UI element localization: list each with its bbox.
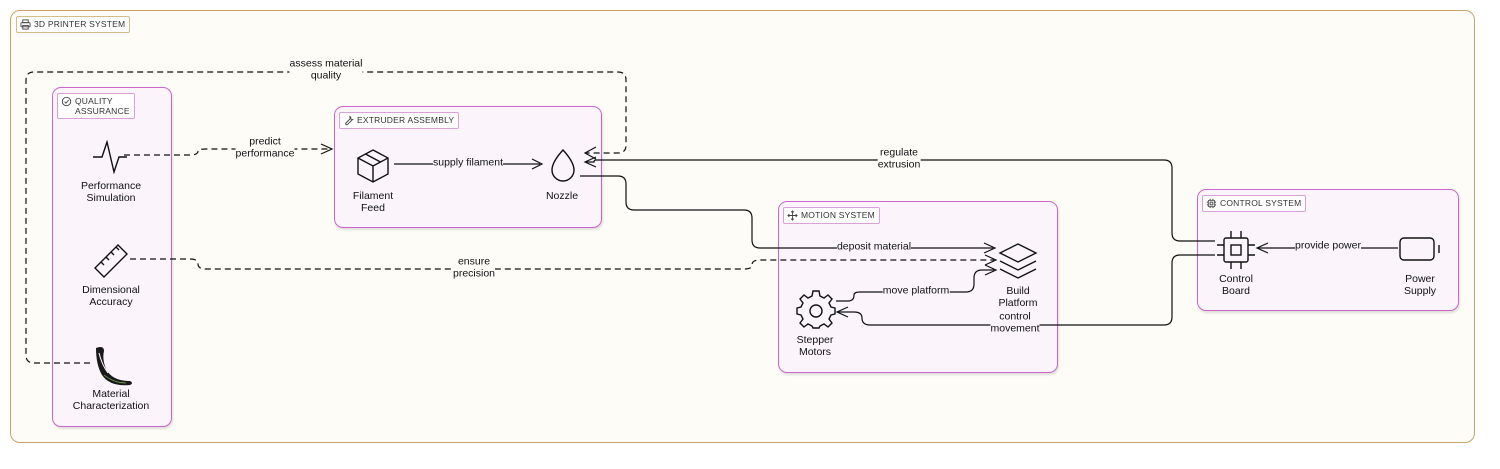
node-performance-line2: Simulation <box>86 192 136 204</box>
edge-move-platform <box>836 269 994 302</box>
node-build-line1: Build <box>1006 285 1030 297</box>
edge-predict-performance <box>124 148 330 156</box>
node-build-platform: Build Platform <box>998 285 1037 309</box>
node-material-characterization: Material Characterization <box>73 388 149 412</box>
battery-icon <box>1399 237 1440 261</box>
node-stepper-line2: Motors <box>798 346 832 358</box>
chip-icon <box>1217 231 1255 269</box>
arrowhead-ensure <box>984 254 998 266</box>
edge-label-control-line2: movement <box>990 322 1040 334</box>
edge-label-power: provide power <box>1295 240 1361 252</box>
arrowhead-predict <box>320 143 334 155</box>
edge-label-move: move platform <box>882 284 950 297</box>
wrench-icon <box>345 115 354 126</box>
edge-label-predict-line1: predict <box>249 135 281 148</box>
edge-label-regulate: regulate extrusion <box>877 146 921 171</box>
edge-label-deposit-line1: deposit material <box>836 240 912 253</box>
arrowhead-assess <box>583 146 597 160</box>
arrowhead-move <box>984 264 998 276</box>
system-title: 3D PRINTER SYSTEM <box>34 19 126 29</box>
node-performance-simulation: Performance Simulation <box>81 180 141 204</box>
node-filament-line2: Feed <box>361 202 385 214</box>
node-dimensional-accuracy: Dimensional Accuracy <box>82 284 140 308</box>
move-arrows-icon <box>787 210 798 221</box>
motion-system-tag: MOTION SYSTEM <box>783 207 880 224</box>
flask-horn-icon <box>96 347 132 386</box>
edge-label-assess: assess material quality <box>289 57 363 82</box>
arrowhead-control <box>835 306 849 318</box>
edge-label-ensure: ensure precision <box>452 255 496 280</box>
edge-label-control: control movement <box>990 310 1040 335</box>
control-system-title: CONTROL SYSTEM <box>1220 198 1302 208</box>
gear-icon <box>796 290 836 329</box>
edge-label-predict: predict performance <box>235 135 295 160</box>
quality-assurance-tag: QUALITY ASSURANCE <box>57 93 135 119</box>
node-power-line2: Supply <box>1403 285 1437 297</box>
node-control-board-line2: Board <box>1221 285 1251 297</box>
node-power-line1: Power <box>1405 273 1435 285</box>
edge-label-ensure-line1: ensure <box>457 255 491 268</box>
node-stepper-motors: Stepper Motors <box>797 334 834 358</box>
edge-ensure-precision <box>130 258 994 270</box>
system-title-tag: 3D PRINTER SYSTEM <box>16 16 131 33</box>
edge-label-regulate-line2: extrusion <box>877 158 921 170</box>
arrowhead-supply <box>531 158 544 170</box>
node-filament-feed: Filament Feed <box>353 190 393 214</box>
extruder-assembly-tag: EXTRUDER ASSEMBLY <box>339 112 460 129</box>
node-performance-line1: Performance <box>80 180 142 192</box>
printer-icon <box>20 19 31 30</box>
edge-label-predict-line2: performance <box>235 147 295 159</box>
node-filament-line1: Filament <box>352 190 394 202</box>
quality-assurance-title-line2: ASSURANCE <box>75 106 130 116</box>
node-material-line2: Characterization <box>72 400 150 412</box>
edge-label-supply-line1: supply filament <box>432 156 504 169</box>
edge-label-assess-line2: quality <box>310 69 342 81</box>
layers-icon <box>998 243 1038 279</box>
edge-control-movement <box>838 254 1215 326</box>
arrowhead-regulate <box>583 156 597 168</box>
extruder-assembly-title: EXTRUDER ASSEMBLY <box>357 115 455 125</box>
edge-label-power-line1: provide power <box>1295 239 1361 252</box>
activity-icon <box>93 140 127 174</box>
edge-label-control-line1: control <box>999 310 1031 323</box>
droplet-icon <box>551 148 575 182</box>
node-control-board-line1: Control <box>1219 273 1253 285</box>
node-build-line2: Platform <box>998 297 1038 309</box>
node-nozzle: Nozzle <box>546 190 578 202</box>
cpu-icon <box>1206 198 1217 209</box>
quality-assurance-title-line1: QUALITY <box>75 96 113 106</box>
arrowhead-power <box>1255 242 1269 254</box>
edge-regulate-extrusion <box>586 159 1215 242</box>
node-dimensional-line2: Accuracy <box>89 296 133 308</box>
motion-system-title: MOTION SYSTEM <box>801 210 875 220</box>
edge-label-ensure-line2: precision <box>452 267 496 279</box>
edge-label-deposit: deposit material <box>836 240 912 253</box>
edge-label-supply: supply filament <box>432 156 504 169</box>
node-control-board: Control Board <box>1219 273 1253 297</box>
node-material-line1: Material <box>92 388 130 400</box>
check-circle-icon <box>61 96 72 107</box>
node-dimensional-line1: Dimensional <box>82 284 140 296</box>
ruler-icon <box>94 244 128 278</box>
group-quality-assurance <box>52 87 172 427</box>
edge-label-move-line1: move platform <box>882 284 950 297</box>
arrowhead-deposit <box>983 242 997 254</box>
node-power-supply: Power Supply <box>1404 273 1436 297</box>
node-nozzle-line1: Nozzle <box>545 190 579 202</box>
control-system-tag: CONTROL SYSTEM <box>1202 195 1307 212</box>
edge-label-assess-line1: assess material <box>289 57 363 70</box>
package-icon <box>357 149 389 183</box>
edge-assess-material-quality <box>25 71 627 364</box>
edge-label-regulate-line1: regulate <box>880 146 918 159</box>
node-stepper-line1: Stepper <box>796 334 834 346</box>
edge-deposit-material <box>580 175 993 249</box>
